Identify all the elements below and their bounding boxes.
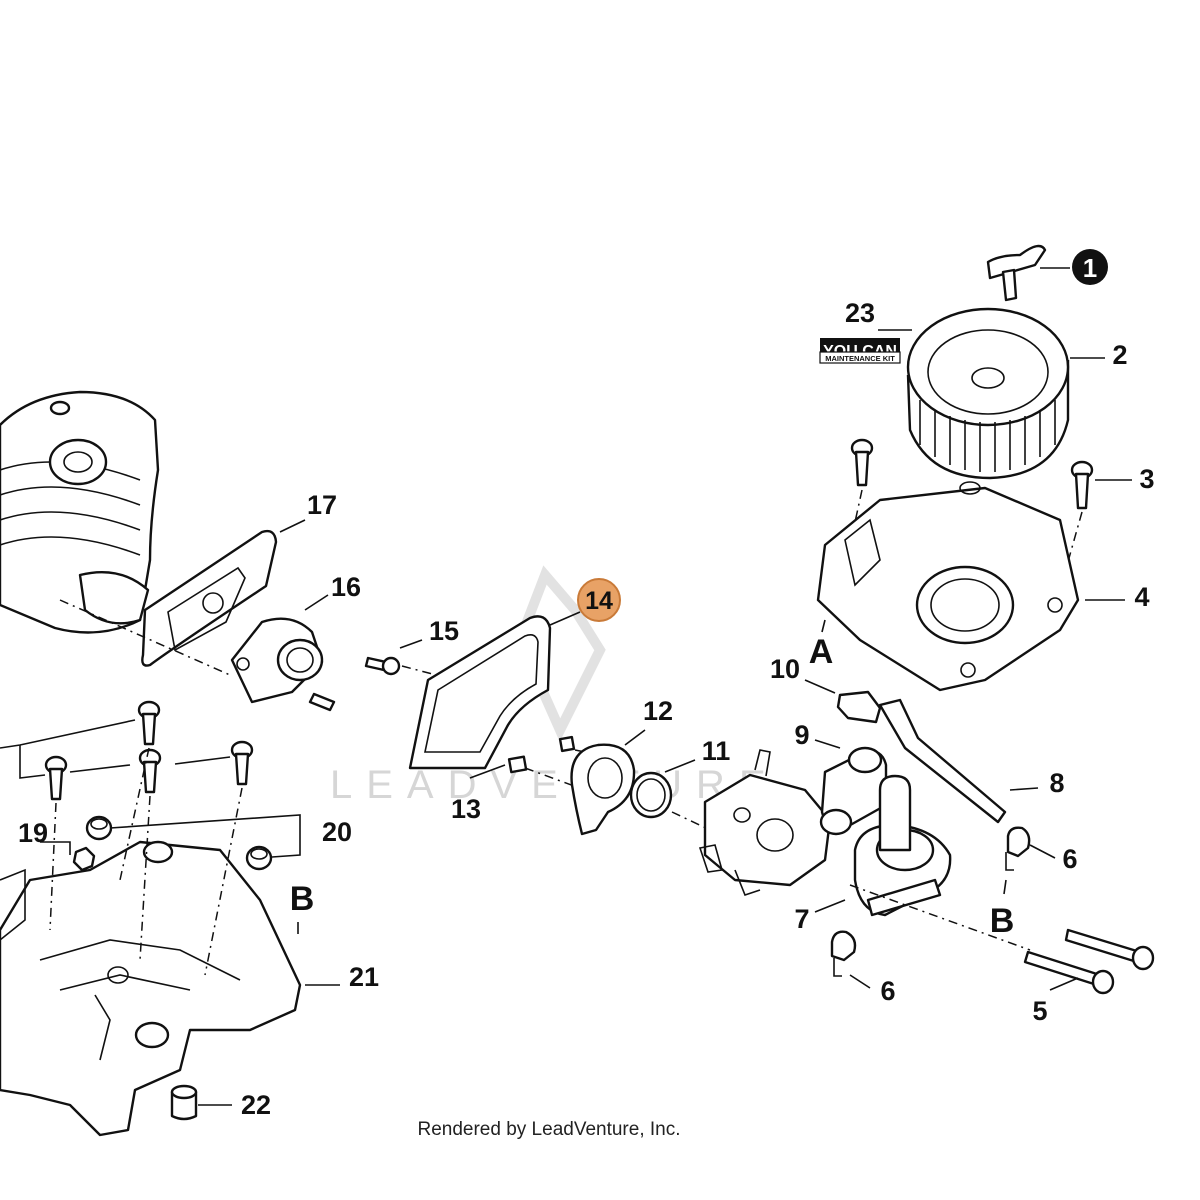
part-12-bracket[interactable]	[570, 743, 636, 836]
part-10-clip[interactable]	[836, 690, 882, 724]
callout-7[interactable]: 7	[794, 904, 809, 934]
screw-right[interactable]	[230, 740, 254, 786]
callout-21[interactable]: 21	[349, 962, 379, 992]
callout-19[interactable]: 19	[18, 818, 48, 848]
part-17-gasket[interactable]	[141, 529, 278, 667]
part-carburetor[interactable]	[698, 749, 832, 896]
part-1-knob[interactable]	[986, 244, 1047, 302]
part-6-clip-upper[interactable]	[1005, 826, 1031, 871]
leader-lines	[0, 267, 1132, 1106]
part-16-intake[interactable]	[230, 617, 324, 704]
callout-6-upper[interactable]: 6	[1062, 844, 1077, 874]
part-19-nut[interactable]	[72, 846, 96, 872]
part-15-screw[interactable]	[364, 656, 401, 676]
watermark: LEADVENTURE	[330, 565, 780, 807]
callout-5[interactable]: 5	[1032, 996, 1047, 1026]
callout-10[interactable]: 10	[770, 654, 800, 684]
watermark-text: LEADVENTURE	[330, 763, 780, 807]
kit-badge-subtitle: MAINTENANCE KIT	[825, 354, 895, 363]
part-5-bolt-upper[interactable]	[1064, 928, 1155, 971]
callout-1[interactable]: 1	[1072, 249, 1108, 285]
screw-left[interactable]	[44, 755, 68, 801]
callout-6-lower[interactable]: 6	[880, 976, 895, 1006]
screw-16[interactable]	[308, 692, 336, 712]
part-13-nut[interactable]	[507, 735, 576, 774]
part-5-bolt-lower[interactable]	[1023, 950, 1115, 995]
part-3-screw-left[interactable]	[850, 438, 874, 487]
callout-16[interactable]: 16	[331, 572, 361, 602]
callout-14-label: 14	[585, 587, 613, 615]
callout-17[interactable]: 17	[307, 490, 337, 520]
part-cylinder[interactable]	[0, 390, 160, 634]
callout-14-highlighted[interactable]: 14	[577, 578, 621, 622]
callout-22[interactable]: 22	[241, 1090, 271, 1120]
part-11-ring[interactable]	[629, 771, 673, 819]
part-9-duct[interactable]	[819, 746, 888, 836]
ref-b-left: B	[290, 880, 315, 918]
callout-23[interactable]: 23	[845, 298, 875, 328]
callout-15[interactable]: 15	[429, 616, 459, 646]
callout-8[interactable]: 8	[1049, 768, 1064, 798]
ref-b-right: B	[990, 902, 1015, 940]
callout-2[interactable]: 2	[1112, 340, 1127, 370]
screws-left-group[interactable]	[44, 700, 254, 801]
part-20-grommet-a[interactable]	[85, 815, 113, 841]
callout-20[interactable]: 20	[322, 817, 352, 847]
part-2-airfilter[interactable]	[906, 307, 1070, 480]
screw-top[interactable]	[137, 700, 161, 746]
callout-13[interactable]: 13	[451, 794, 481, 824]
callout-11[interactable]: 11	[702, 736, 731, 766]
youcan-kit-badge: YOU CAN MAINTENANCE KIT	[819, 338, 901, 364]
part-8-rod[interactable]	[878, 698, 1007, 824]
callout-1-label: 1	[1083, 253, 1097, 283]
callout-4[interactable]: 4	[1134, 582, 1149, 612]
callout-12[interactable]: 12	[643, 696, 673, 726]
part-22-plug[interactable]	[170, 1084, 198, 1121]
part-3-screw-right[interactable]	[1070, 460, 1094, 510]
callout-9[interactable]: 9	[794, 720, 809, 750]
screw-mid[interactable]	[138, 748, 162, 794]
ref-a: A	[809, 633, 834, 671]
render-credit: Rendered by LeadVenture, Inc.	[417, 1119, 680, 1140]
part-14-filter[interactable]	[408, 615, 552, 770]
part-6-clip-lower[interactable]	[830, 930, 857, 977]
part-20-grommet-b[interactable]	[245, 845, 273, 871]
part-21-crankcase[interactable]	[0, 840, 302, 1137]
callout-3[interactable]: 3	[1139, 464, 1154, 494]
part-4-base[interactable]	[816, 481, 1080, 692]
part-7-housing[interactable]	[853, 774, 952, 917]
